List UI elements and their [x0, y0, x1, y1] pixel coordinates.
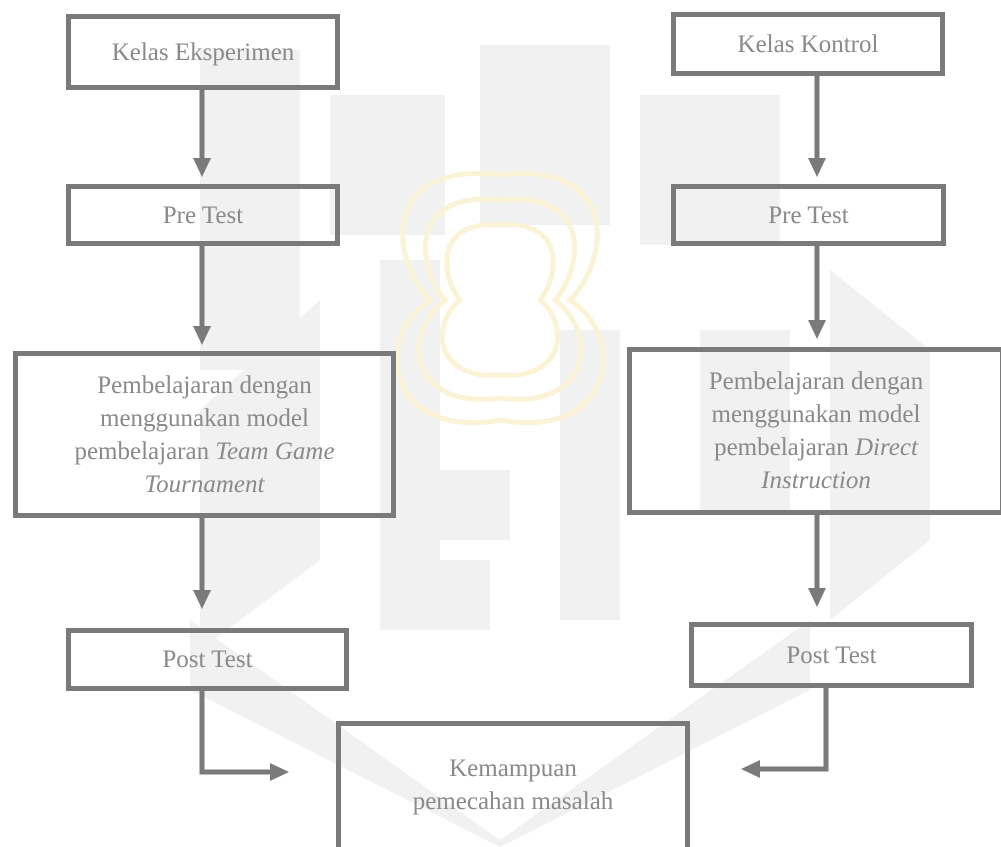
arrowhead-pretest-to-treatment-left — [193, 326, 211, 345]
treatment-kontrol-line3: pembelajaran — [714, 434, 855, 461]
treatment-eksperimen-model-name: Team Game — [215, 437, 335, 465]
label-kelas-eksperimen: Kelas Eksperimen — [111, 38, 295, 66]
label-posttest-kontrol: Post Test — [786, 641, 877, 669]
treatment-eksperimen-line1: Pembelajaran dengan — [97, 371, 312, 399]
box-posttest-eksperimen: Post Test — [66, 628, 349, 691]
arrowhead-posttest-right-to-result — [741, 760, 760, 778]
label-kelas-kontrol: Kelas Kontrol — [737, 30, 879, 58]
box-treatment-eksperimen: Pembelajaran dengan menggunakan model pe… — [13, 351, 396, 518]
label-posttest-eksperimen: Post Test — [162, 646, 253, 673]
treatment-kontrol-line1: Pembelajaran dengan — [708, 368, 924, 395]
box-treatment-kontrol: Pembelajaran dengan menggunakan model pe… — [627, 347, 1001, 515]
treatment-eksperimen-line3: pembelajaran — [74, 437, 216, 465]
label-pretest-eksperimen: Pre Test — [162, 201, 244, 229]
result-line1: Kemampuan — [449, 755, 577, 782]
result-line2: pemecahan masalah — [412, 788, 614, 815]
arrowhead-pretest-to-treatment-right — [808, 320, 826, 339]
treatment-eksperimen-text: Pembelajaran dengan menggunakan model pe… — [74, 369, 334, 501]
arrowhead-treatment-to-posttest-right — [808, 588, 826, 607]
treatment-kontrol-model-name-cont: Instruction — [761, 467, 871, 494]
treatment-eksperimen-model-name-cont: Tournament — [144, 470, 265, 498]
box-pretest-kontrol: Pre Test — [671, 184, 946, 246]
arrowhead-kontrol-to-pretest — [808, 158, 826, 177]
box-posttest-kontrol: Post Test — [689, 622, 974, 688]
treatment-kontrol-text: Pembelajaran dengan menggunakan model pe… — [709, 365, 924, 497]
treatment-kontrol-line2: menggunakan model — [711, 401, 921, 428]
box-kelas-kontrol: Kelas Kontrol — [671, 12, 945, 76]
treatment-kontrol-model-name: Direct — [854, 434, 918, 461]
arrowhead-posttest-left-to-result — [270, 763, 289, 781]
box-kemampuan-pemecahan-masalah: Kemampuan pemecahan masalah — [336, 721, 690, 847]
label-pretest-kontrol: Pre Test — [768, 201, 849, 229]
arrowhead-exp-to-pretest — [193, 158, 211, 177]
treatment-eksperimen-line2: menggunakan model — [100, 404, 309, 432]
box-pretest-eksperimen: Pre Test — [66, 184, 340, 246]
result-text: Kemampuan pemecahan masalah — [413, 752, 614, 818]
arrowhead-treatment-to-posttest-left — [193, 590, 211, 609]
box-kelas-eksperimen: Kelas Eksperimen — [66, 14, 340, 90]
